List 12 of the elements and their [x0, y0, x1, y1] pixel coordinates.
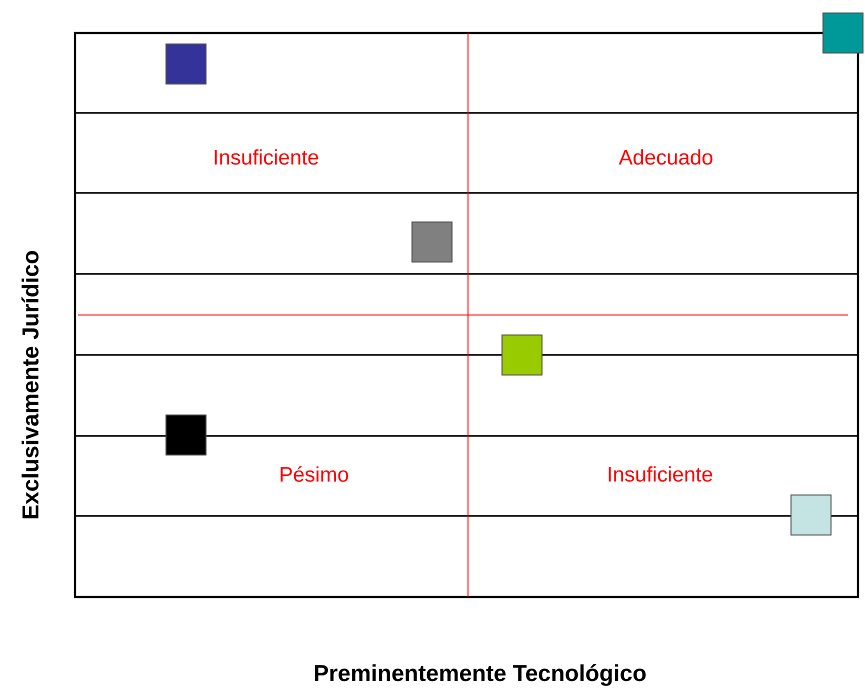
square-marker [412, 221, 452, 262]
quadrant-label: Insuficiente [608, 466, 712, 482]
square-marker [822, 12, 864, 54]
quadrant-label: Adecuado [618, 149, 712, 165]
square-marker [166, 414, 206, 456]
quadrant-label: Pésimo [280, 466, 348, 482]
square-marker [166, 44, 206, 84]
square-marker [790, 494, 832, 536]
axis-title: Exclusivamente Jurídico [21, 251, 39, 518]
quadrant-label: Insuficiente [214, 149, 318, 165]
axis-title: Preminentemente Tecnológico [314, 664, 646, 686]
square-marker [502, 334, 542, 376]
